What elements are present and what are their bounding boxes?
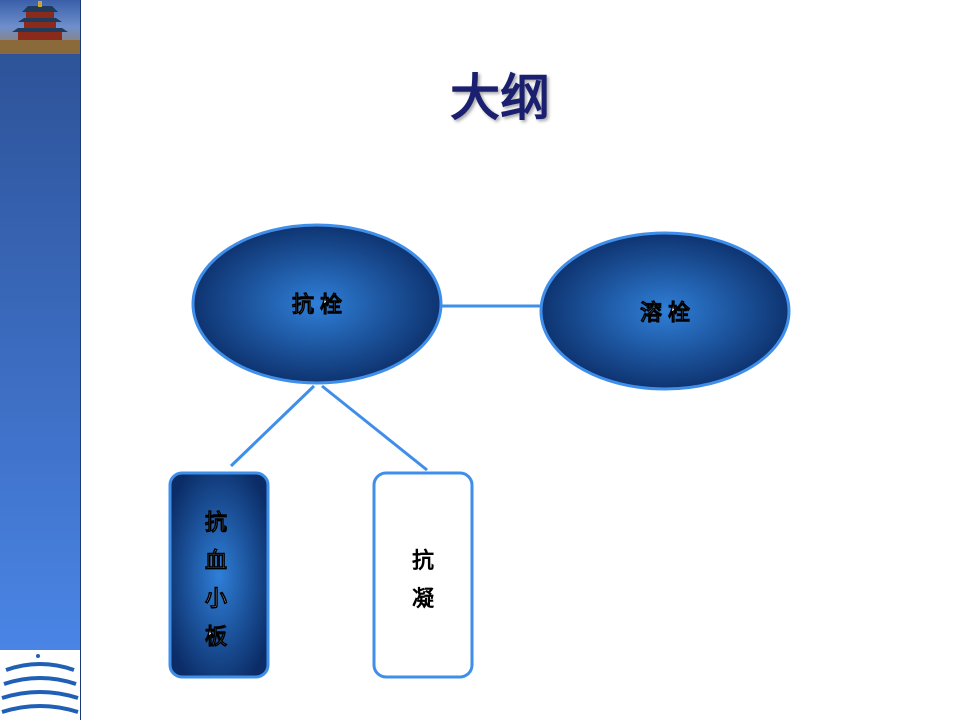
arc-stripes-logo-icon xyxy=(0,650,80,720)
left-sidebar-banner xyxy=(0,0,81,720)
node-antiplatelet-char-4: 板 xyxy=(205,624,233,650)
connector-antithrombotic-antiplatelet xyxy=(229,384,316,468)
node-antiplatelet: 抗 血 小 板 xyxy=(168,471,270,679)
node-antiplatelet-char-2: 血 xyxy=(205,548,233,574)
node-antiplatelet-char-1: 抗 xyxy=(205,510,233,536)
node-anticoagulation-char-1: 抗 xyxy=(412,548,434,574)
slide-title: 大纲 xyxy=(450,69,550,127)
node-anticoagulation: 抗 凝 xyxy=(372,471,474,679)
node-antithrombotic: 抗栓 xyxy=(191,223,443,385)
node-antiplatelet-char-3: 小 xyxy=(205,586,233,612)
node-thrombolysis: 溶栓 xyxy=(539,231,791,391)
temple-of-heaven-photo-icon xyxy=(0,0,80,54)
node-antithrombotic-label: 抗栓 xyxy=(292,292,348,318)
connector-antithrombotic-anticoagulation xyxy=(321,384,428,472)
node-anticoagulation-char-2: 凝 xyxy=(412,586,435,612)
node-thrombolysis-label: 溶栓 xyxy=(640,300,696,326)
